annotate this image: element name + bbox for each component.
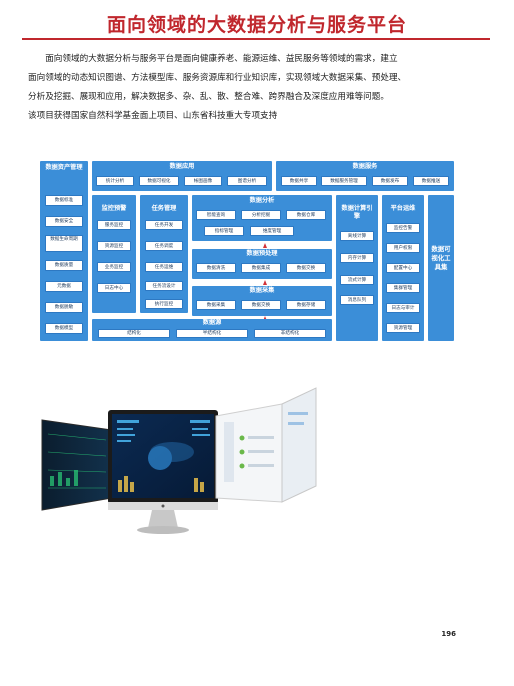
preprocess-item: 数据集成 xyxy=(241,263,281,273)
source-item: 结构化 xyxy=(98,329,170,338)
analysis-item: 数据仓库 xyxy=(286,210,326,220)
app-item: 图谱分析 xyxy=(227,176,267,186)
source-item: 半结构化 xyxy=(176,329,248,338)
service-item: 数据推送 xyxy=(413,176,449,186)
analysis-item: 指标管理 xyxy=(204,226,244,236)
ops-title: 平台运维 xyxy=(390,205,416,212)
app-item: 数据可视化 xyxy=(139,176,179,186)
asset-item: 数据生命周期 xyxy=(45,235,83,252)
compute-item: 流式计算 xyxy=(340,275,374,285)
asset-item: 数据标准 xyxy=(45,195,83,206)
service-item: 数据发布 xyxy=(372,176,408,186)
analysis-title: 数据分析 xyxy=(249,197,275,204)
flow-arrow xyxy=(263,316,267,321)
monitor-title: 监控预警 xyxy=(101,205,127,212)
source-item: 非结构化 xyxy=(254,329,326,338)
ops-item: 配置中心 xyxy=(386,263,420,273)
data-service-title: 数据服务 xyxy=(352,163,378,170)
asset-item: 数据模型 xyxy=(45,323,83,334)
preprocess-item: 数据清洗 xyxy=(196,263,236,273)
visual-tools-panel xyxy=(428,195,454,341)
intro-paragraph: 面向领域的大数据分析与服务平台是面向健康养老、能源运维、益民服务等领域的需求，建… xyxy=(28,50,488,126)
asset-item: 数据安全 xyxy=(45,216,83,227)
task-item: 任务流设计 xyxy=(145,281,183,291)
preprocess-item: 数据交换 xyxy=(286,263,326,273)
flow-arrow xyxy=(263,280,267,285)
page-number: 196 xyxy=(441,630,456,638)
asset-item: 元数据 xyxy=(45,281,83,292)
monitor-item: 资源监控 xyxy=(97,241,131,251)
paragraph-line-4: 该项目获得国家自然科学基金面上项目、山东省科技重大专项支持 xyxy=(28,111,278,121)
data-app-title: 数据应用 xyxy=(169,163,195,170)
collect-title: 数据采集 xyxy=(249,287,275,294)
collect-item: 数据交换 xyxy=(241,300,281,310)
page-title: 面向领域的大数据分析与服务平台 xyxy=(106,14,407,36)
compute-item: 离线计算 xyxy=(340,231,374,241)
task-item: 任务调度 xyxy=(145,241,183,251)
service-item: 数据共享 xyxy=(281,176,317,186)
paragraph-line-3: 分析及挖掘、展现和应用，解决数据多、杂、乱、散、整合难、跨界融合及深度应用难等问… xyxy=(28,92,389,102)
compute-item: 消息队列 xyxy=(340,295,374,305)
task-item: 任务运维 xyxy=(145,262,183,272)
monitor-item: 服务监控 xyxy=(97,220,131,230)
asset-mgmt-title: 数据资产管理 xyxy=(45,164,83,171)
analysis-item: 分析挖掘 xyxy=(241,210,281,220)
service-item: 数据服务管理 xyxy=(321,176,367,186)
compute-title: 数据计算引擎 xyxy=(341,205,373,220)
task-item: 执行监控 xyxy=(145,299,183,309)
monitor-panel xyxy=(92,195,136,313)
ops-item: 用户权限 xyxy=(386,243,420,253)
source-title: 数据源 xyxy=(202,319,222,326)
ops-item: 监控告警 xyxy=(386,223,420,233)
task-title: 任务管理 xyxy=(151,205,177,212)
ops-item: 日志与审计 xyxy=(386,303,420,313)
architecture-diagram: 数据资产管理 数据标准 数据安全 数据生命周期 数据质量 元数据 数据脱敏 数据… xyxy=(38,159,456,342)
task-item: 任务开发 xyxy=(145,220,183,230)
ops-item: 资源管理 xyxy=(386,323,420,333)
title-rule xyxy=(22,38,490,40)
preprocess-title: 数据预处理 xyxy=(246,250,278,257)
analysis-item: 维度管理 xyxy=(250,226,294,236)
monitor-illustration xyxy=(41,387,317,534)
task-panel xyxy=(140,195,188,313)
paragraph-line-1: 面向领域的大数据分析与服务平台是面向健康养老、能源运维、益民服务等领域的需求，建… xyxy=(45,54,398,64)
asset-item: 数据脱敏 xyxy=(45,302,83,313)
monitor-item: 业务监控 xyxy=(97,262,131,272)
collect-item: 数据采集 xyxy=(196,300,236,310)
asset-item: 数据质量 xyxy=(45,260,83,271)
flow-arrow xyxy=(263,243,267,248)
compute-panel xyxy=(336,195,378,341)
visual-tools-title: 数据可视化工具集 xyxy=(431,245,451,271)
app-item: 统计分析 xyxy=(96,176,134,186)
monitor-item: 日志中心 xyxy=(97,283,131,293)
ops-item: 集群管理 xyxy=(386,283,420,293)
app-item: 帐图画像 xyxy=(184,176,222,186)
analysis-item: 智能查询 xyxy=(196,210,236,220)
collect-item: 数据存储 xyxy=(286,300,326,310)
compute-item: 内存计算 xyxy=(340,253,374,263)
paragraph-line-2: 面向领域的动态知识图谱、方法模型库、服务资源库和行业知识库，实现领域大数据采集、… xyxy=(28,73,407,83)
